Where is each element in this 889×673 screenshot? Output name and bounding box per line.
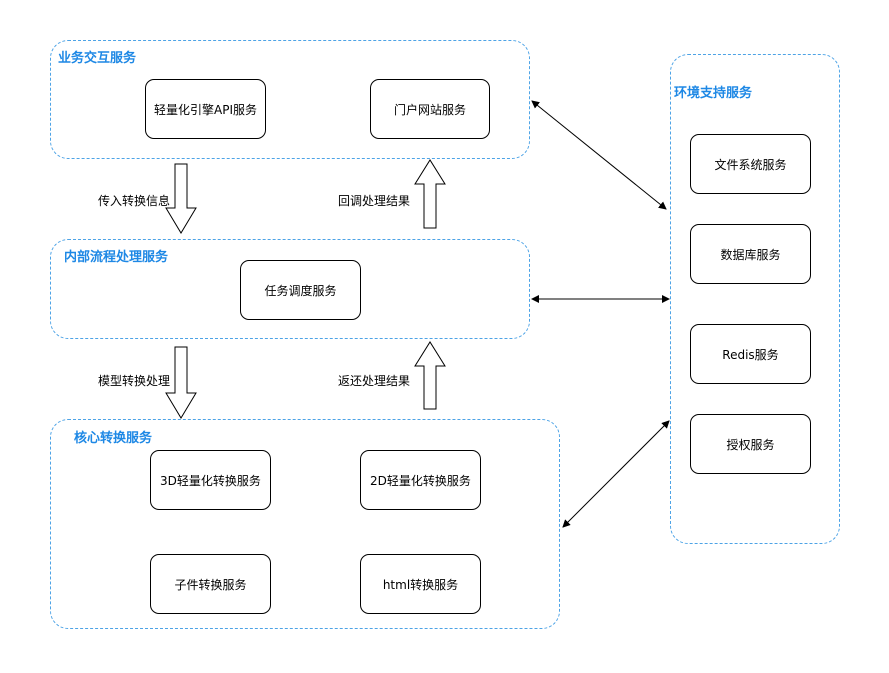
node-database: 数据库服务 [690, 224, 811, 284]
flow-label-return-result: 返还处理结果 [338, 374, 411, 388]
group-internal-process-title: 内部流程处理服务 [64, 250, 169, 265]
group-core-conversion [50, 419, 560, 629]
node-subpart-conversion: 子件转换服务 [150, 554, 271, 614]
group-environment-support [670, 54, 840, 544]
flow-label-callback: 回调处理结果 [338, 194, 411, 208]
node-file-system: 文件系统服务 [690, 134, 811, 194]
node-html-conversion: html转换服务 [360, 554, 481, 614]
node-lightweight-engine-api: 轻量化引擎API服务 [145, 79, 266, 139]
group-environment-support-title: 环境支持服务 [674, 86, 753, 101]
node-3d-lightweight-conversion: 3D轻量化转换服务 [150, 450, 271, 510]
node-2d-lightweight-conversion: 2D轻量化转换服务 [360, 450, 481, 510]
block-arrow-down-pass-in [165, 163, 197, 234]
block-arrow-up-callback [414, 159, 446, 229]
flow-label-pass-in: 传入转换信息 [98, 194, 171, 208]
group-business-interaction-title: 业务交互服务 [58, 51, 137, 66]
node-portal-website: 门户网站服务 [370, 79, 490, 139]
node-authorization: 授权服务 [690, 414, 811, 474]
group-core-conversion-title: 核心转换服务 [74, 431, 153, 446]
block-arrow-up-return-result [414, 341, 446, 410]
group-business-interaction [50, 40, 530, 159]
group-internal-process [50, 239, 530, 339]
block-arrow-down-model-convert [165, 346, 197, 419]
node-task-scheduler: 任务调度服务 [240, 260, 361, 320]
flow-label-model-convert: 模型转换处理 [98, 374, 171, 388]
connector-core-env [562, 420, 670, 528]
node-redis: Redis服务 [690, 324, 811, 384]
connector-business-env [531, 100, 667, 210]
